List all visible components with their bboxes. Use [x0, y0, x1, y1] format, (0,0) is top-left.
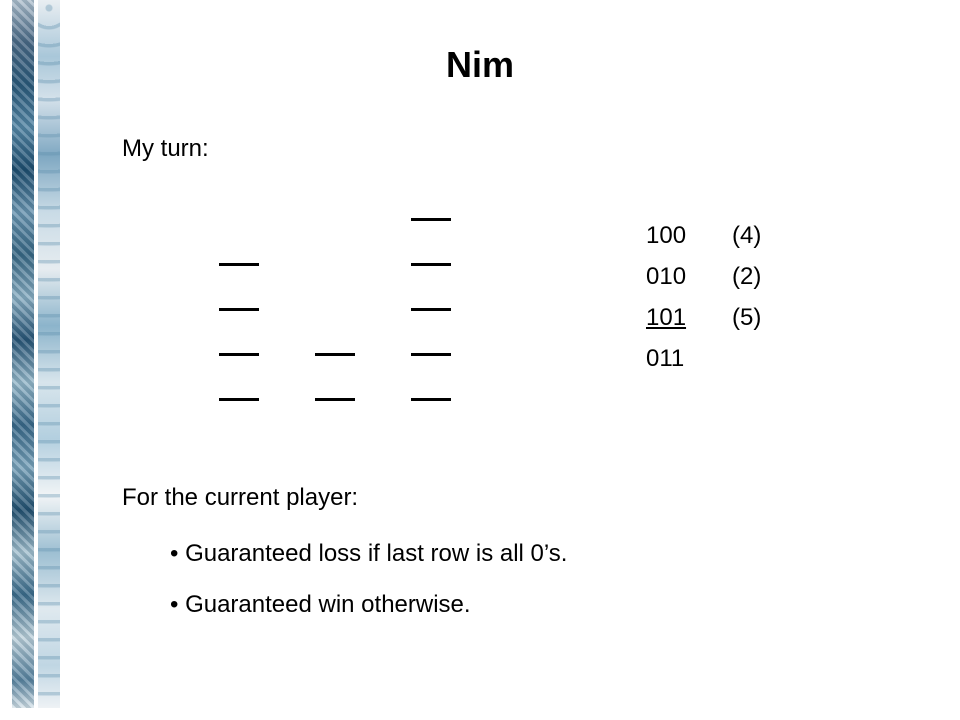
binary-value: 010 [646, 263, 687, 290]
nim-stick [315, 398, 355, 401]
nim-stick [315, 353, 355, 356]
nim-stick [411, 398, 451, 401]
nim-stick [411, 353, 451, 356]
binary-row: 101 (5) [646, 301, 761, 342]
my-turn-label: My turn: [122, 135, 209, 162]
decimal-value: (4) [732, 222, 762, 249]
nim-stick [411, 263, 451, 266]
nim-stick [219, 353, 259, 356]
binary-row: 011 [646, 342, 761, 383]
nim-stick [219, 308, 259, 311]
current-player-heading: For the current player: [122, 484, 359, 511]
binary-row: 010 (2) [646, 260, 761, 301]
binary-table: 100 (4) 010 (2) 101 (5) 011 [646, 219, 761, 383]
xor-result-value: 011 [646, 345, 685, 372]
nim-stick [411, 308, 451, 311]
nim-stick [411, 218, 451, 221]
slide-title: Nim [445, 44, 514, 85]
decorative-strip-right [38, 0, 60, 708]
binary-value-underlined: 101 [646, 301, 732, 334]
nim-stick [219, 398, 259, 401]
binary-value-text: 101 [646, 304, 687, 331]
rule-loss: • Guaranteed loss if last row is all 0’s… [170, 540, 568, 567]
binary-value: 100 [646, 222, 687, 249]
binary-row: 100 (4) [646, 219, 761, 260]
rule-win: • Guaranteed win otherwise. [170, 591, 471, 618]
decimal-value: (2) [732, 263, 762, 290]
decimal-value: (5) [732, 304, 762, 331]
nim-stick [219, 263, 259, 266]
decorative-strip-left [12, 0, 34, 708]
rules-list: • Guaranteed loss if last row is all 0’s… [170, 539, 567, 641]
